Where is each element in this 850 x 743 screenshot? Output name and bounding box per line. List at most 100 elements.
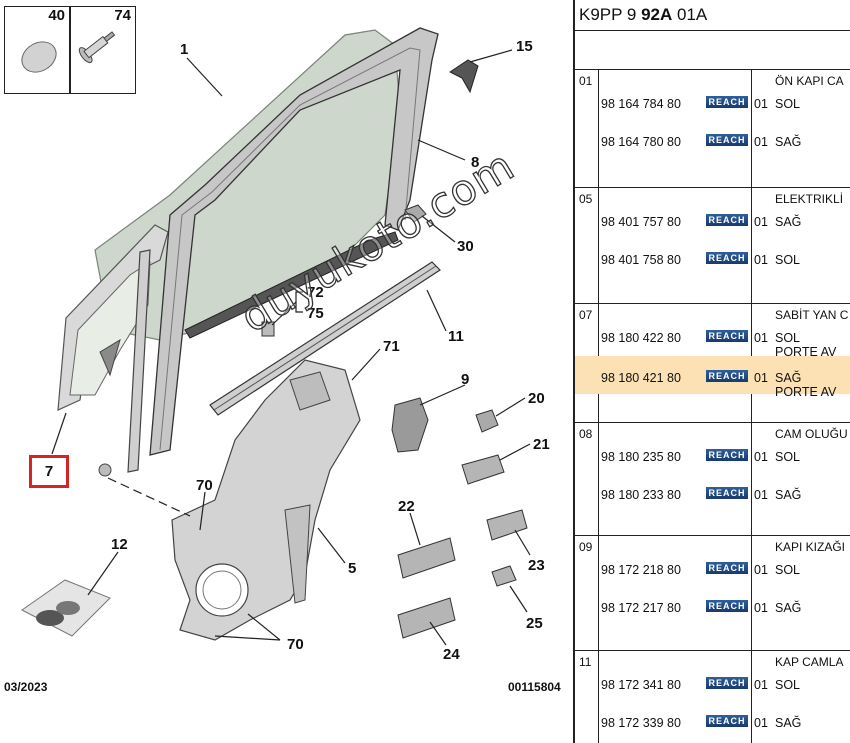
part-number[interactable]: 98 172 339 80 — [601, 716, 681, 730]
callout-70-lower[interactable]: 70 — [287, 636, 304, 653]
quantity: 01 — [754, 135, 768, 149]
reach-badge: REACH — [706, 214, 748, 226]
diagram-reference: K9PP 9 92A 01A — [575, 0, 850, 31]
reach-badge: REACH — [706, 487, 748, 499]
side-label: SAĞ — [775, 371, 802, 385]
regulator-rail — [284, 504, 311, 604]
callout-5[interactable]: 5 — [348, 560, 357, 577]
callout-12[interactable]: 12 — [111, 536, 128, 553]
quantity: 01 — [754, 215, 768, 229]
mirror-mount — [99, 338, 121, 377]
group-number: 01 — [579, 74, 593, 88]
inset-part-40[interactable]: 40 — [4, 6, 70, 94]
quantity: 01 — [754, 488, 768, 502]
group-number: 07 — [579, 308, 593, 322]
quantity: 01 — [754, 450, 768, 464]
quantity: 01 — [754, 678, 768, 692]
callout-23[interactable]: 23 — [528, 557, 545, 574]
corner-piece-15 — [449, 59, 479, 94]
part-number[interactable]: 98 180 233 80 — [601, 488, 681, 502]
part-number[interactable]: 98 172 217 80 — [601, 601, 681, 615]
callout-70[interactable]: 70 — [196, 477, 213, 494]
group-number: 11 — [579, 655, 592, 669]
part-number[interactable]: 98 401 757 80 — [601, 215, 681, 229]
callout-21[interactable]: 21 — [533, 436, 550, 453]
inset-number: 40 — [48, 7, 65, 24]
part-number[interactable]: 98 164 780 80 — [601, 135, 681, 149]
switch-22 — [397, 537, 456, 579]
sound-pad-dot — [36, 610, 64, 626]
side-label: SAĞ — [775, 215, 802, 229]
side-label: SAĞ — [775, 135, 802, 149]
group-description: CAM OLUĞU — [775, 427, 848, 441]
part-row[interactable]: 98 401 757 80 REACH 01 SAĞ — [575, 200, 850, 238]
callout-71[interactable]: 71 — [383, 338, 400, 355]
callout-22[interactable]: 22 — [398, 498, 415, 515]
part-number[interactable]: 98 180 235 80 — [601, 450, 681, 464]
column-divider — [598, 651, 599, 743]
leader-lines — [51, 49, 531, 646]
group-description: ÖN KAPI CA — [775, 74, 844, 88]
callout-30[interactable]: 30 — [457, 238, 474, 255]
circle-seal-icon — [21, 41, 57, 73]
callout-72[interactable]: 72 — [307, 284, 324, 301]
quantity: 01 — [754, 563, 768, 577]
callout-15[interactable]: 15 — [516, 38, 533, 55]
side-label: SAĞ — [775, 716, 802, 730]
group-description: KAP CAMLA — [775, 655, 844, 669]
part-number[interactable]: 98 172 218 80 — [601, 563, 681, 577]
part-number[interactable]: 98 401 758 80 — [601, 253, 681, 267]
side-label: SOL — [775, 563, 801, 577]
callout-24[interactable]: 24 — [443, 646, 460, 663]
reach-badge: REACH — [706, 252, 748, 264]
door-assembly-drawing — [21, 27, 531, 646]
column-divider — [598, 70, 599, 187]
callout-9[interactable]: 9 — [461, 371, 470, 388]
part-number[interactable]: 98 180 421 80 — [601, 371, 681, 385]
part-number[interactable]: 98 172 341 80 — [601, 678, 681, 692]
column-divider — [598, 536, 599, 650]
ref-prefix: K9PP 9 — [579, 5, 642, 24]
callout-1[interactable]: 1 — [180, 41, 189, 58]
exploded-parts-diagram: 40 74 — [4, 6, 561, 694]
inset-part-74[interactable]: 74 — [70, 6, 136, 94]
group-description: ELEKTRIKLİ — [775, 192, 844, 206]
side-label: SOL — [775, 678, 801, 692]
diagram-date: 03/2023 — [4, 680, 48, 694]
quantity: 01 — [754, 97, 768, 111]
regulator-motor-area — [289, 371, 331, 411]
callout-7-highlighted[interactable]: 7 — [29, 455, 69, 488]
callout-25[interactable]: 25 — [526, 615, 543, 632]
side-label: SAĞ — [775, 488, 802, 502]
reach-badge: REACH — [706, 370, 748, 382]
clip-30 — [404, 204, 427, 223]
callout-11[interactable]: 11 — [448, 328, 464, 345]
part-number[interactable]: 98 180 422 80 — [601, 331, 681, 345]
group-description: KAPI KIZAĞI — [775, 540, 846, 554]
ref-suffix: 01A — [672, 5, 708, 24]
callout-8[interactable]: 8 — [471, 154, 480, 171]
part-number[interactable]: 98 164 784 80 — [601, 97, 681, 111]
clip-72 — [261, 321, 275, 337]
side-label: SOL — [775, 97, 801, 111]
callout-75[interactable]: 75 — [307, 305, 324, 322]
callout-20[interactable]: 20 — [528, 390, 545, 407]
part-row[interactable]: 98 180 233 80 REACH 01 SAĞ — [575, 473, 850, 511]
